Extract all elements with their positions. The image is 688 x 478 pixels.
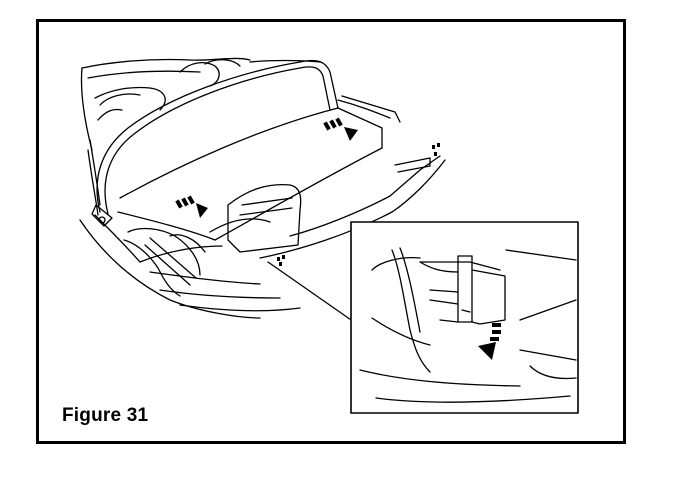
inset-arrow	[478, 323, 501, 360]
arrow-right	[323, 117, 358, 141]
detail-inset	[350, 221, 579, 414]
arrow-left	[175, 195, 208, 218]
car-interior-lines	[79, 57, 321, 319]
figure-caption: Figure 31	[62, 405, 149, 426]
callout-line	[267, 261, 355, 323]
rear-deck	[139, 155, 446, 312]
small-dash-marks	[277, 143, 440, 266]
mesh-panel	[117, 95, 401, 241]
lower-panel	[227, 183, 302, 253]
left-seat-bolster	[123, 227, 206, 297]
windscreen-frame	[91, 59, 339, 227]
